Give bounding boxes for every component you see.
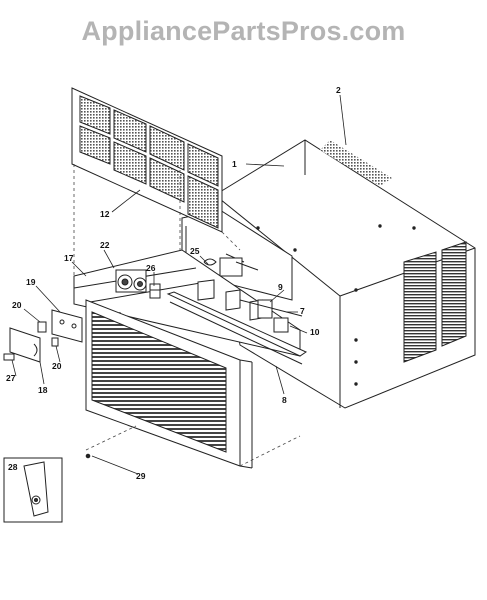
callout-26: 26 [146,263,156,273]
callout-20-right: 20 [52,361,62,371]
screw [85,453,91,459]
watermark-text: AppliancePartsPros.com [81,16,406,46]
callout-8: 8 [282,395,287,405]
callout-27: 27 [6,373,16,383]
leader-lines [11,94,347,475]
clip-parts [3,321,59,363]
guide-lines [73,164,301,467]
air-filter [71,87,223,233]
callout-2: 2 [336,85,341,95]
control-knobs [115,269,147,293]
callout-29: 29 [136,471,146,481]
callout-9: 9 [278,282,283,292]
callout-25: 25 [190,246,200,256]
callout-17: 17 [64,253,74,263]
callout-22: 22 [100,240,110,250]
selector-knob [149,283,161,299]
callout-12: 12 [100,209,110,219]
louver-bar [166,279,308,365]
front-grille [85,299,253,469]
callout-19: 19 [26,277,36,287]
callout-7: 7 [300,306,305,316]
callout-10: 10 [310,327,320,337]
callout-20-left: 20 [12,300,22,310]
callout-28: 28 [8,462,18,472]
mounting-bracket [51,309,83,343]
inset-box [3,457,63,523]
control-switches [239,299,303,333]
callout-1: 1 [232,159,237,169]
callout-18: 18 [38,385,48,395]
